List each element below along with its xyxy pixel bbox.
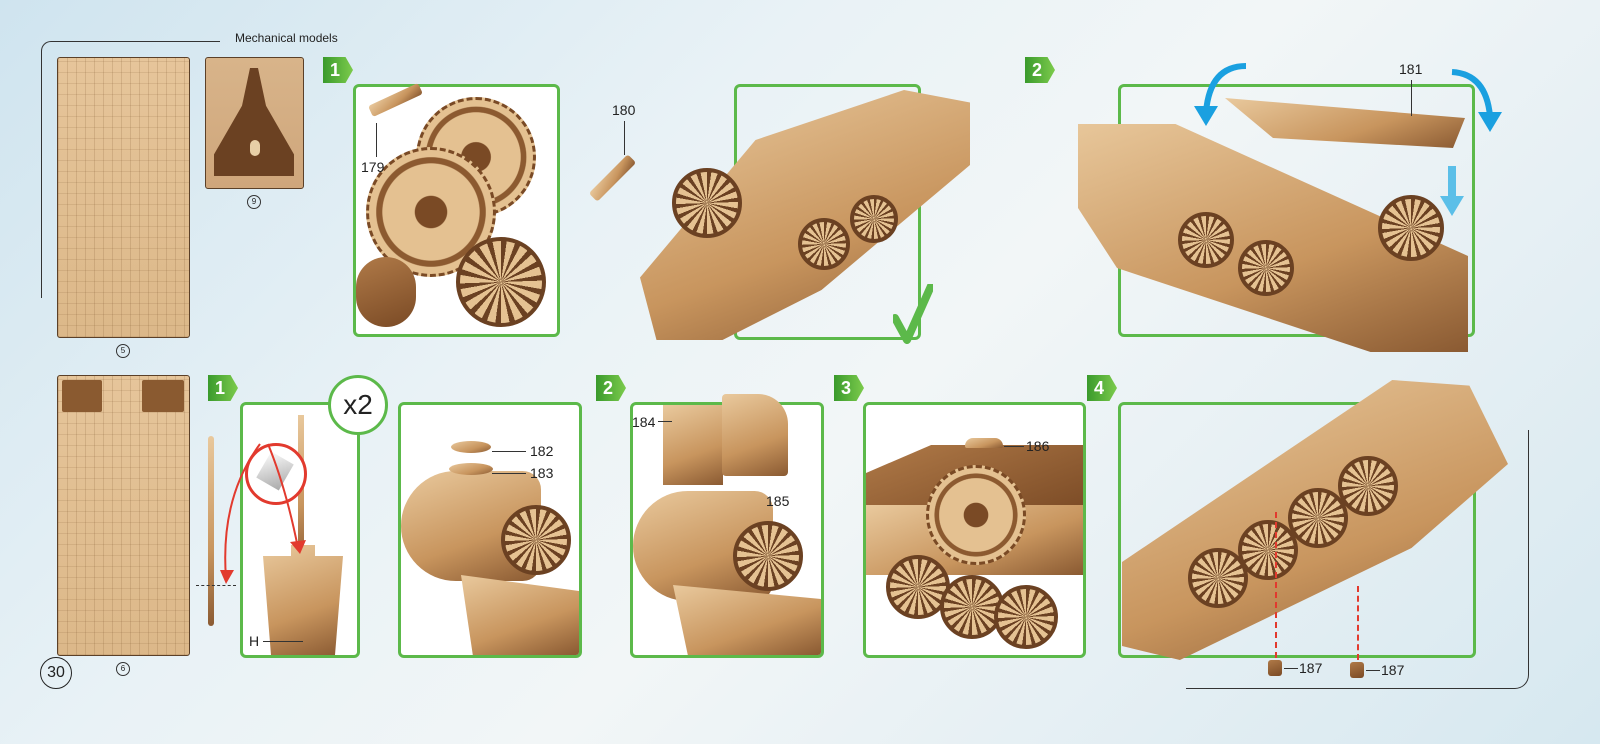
driving-wheel: [456, 237, 546, 327]
down-arrow-icon: [1440, 166, 1464, 216]
driving-wheel: [1178, 212, 1234, 268]
part-187-label: 187: [1299, 660, 1323, 676]
driving-wheel: [1238, 520, 1298, 580]
step-1-detail-panel: [353, 84, 560, 337]
part-182: [451, 441, 491, 453]
sheet-6-number: 6: [116, 662, 130, 676]
part-180: [588, 154, 637, 202]
part-186-label: 186: [1026, 438, 1050, 454]
part-182-label: 182: [530, 443, 554, 459]
bottom-step-1-panel: H: [240, 402, 360, 658]
part-179-label: 179: [361, 159, 385, 175]
part-187: [1350, 662, 1364, 678]
step-1-badge: 1: [323, 57, 353, 83]
part-183-leader: [492, 473, 526, 474]
smokebox-door: [501, 505, 571, 575]
cylinder-part: [356, 257, 416, 327]
bottom-step-4-panel: [1118, 402, 1476, 658]
multiplier-badge: x2: [328, 375, 388, 435]
tool-h-leader: [263, 641, 303, 642]
part-184-label: 184: [632, 414, 656, 430]
tool-h: [263, 545, 343, 655]
part-181-leader: [1411, 80, 1412, 116]
driving-wheel: [798, 218, 850, 270]
smokebox-door: [1378, 195, 1444, 261]
driving-wheel: [850, 195, 898, 243]
alignment-line: [1275, 512, 1277, 658]
sheet-9: [205, 57, 304, 189]
part-186-leader: [1004, 446, 1024, 447]
part-187-leader: [1284, 668, 1298, 669]
part-180-leader: [624, 121, 625, 155]
front-frame: [673, 585, 821, 655]
sheet-6: [57, 375, 190, 656]
part-181-label: 181: [1399, 61, 1423, 77]
bottom-step-3-badge: 3: [834, 375, 864, 401]
part-179-leader: [376, 123, 377, 157]
blade-detail-circle: [245, 443, 307, 505]
gear-assembly: [366, 147, 496, 277]
part-183: [449, 463, 493, 475]
header-rule-corner: [41, 41, 61, 53]
step-2-badge: 2: [1025, 57, 1055, 83]
sheet-6-part: [142, 380, 184, 412]
front-frame: [461, 575, 579, 655]
toothpick: [208, 436, 214, 626]
driving-wheel: [994, 585, 1058, 649]
sheet-9-slot: [250, 140, 260, 156]
part-185-label: 185: [766, 493, 790, 509]
cut-arrow-icon: [220, 443, 306, 584]
driving-wheel: [1238, 240, 1294, 296]
smokebox-door: [672, 168, 742, 238]
bottom-step-1b-panel: [398, 402, 582, 658]
part-187-leader: [1366, 670, 1380, 671]
smokebox-door: [733, 521, 803, 591]
part-182-leader: [492, 451, 526, 452]
driving-wheel: [1338, 456, 1398, 516]
page-left-rule: [41, 52, 42, 298]
sheet-9-number: 9: [247, 195, 261, 209]
part-187: [1268, 660, 1282, 676]
sheet-5-number: 5: [116, 344, 130, 358]
part-187-label: 187: [1381, 662, 1405, 678]
bottom-step-2-badge: 2: [596, 375, 626, 401]
driving-wheel: [1288, 488, 1348, 548]
header-rule: [60, 41, 220, 42]
part-184: [663, 405, 723, 485]
bottom-step-4-badge: 4: [1087, 375, 1117, 401]
section-title: Mechanical models: [235, 31, 338, 45]
sheet-5: [57, 57, 190, 338]
page-right-rule: [1186, 430, 1529, 689]
alignment-line: [1357, 586, 1359, 660]
part-186: [965, 438, 1003, 448]
cut-line: [196, 585, 236, 586]
bottom-step-3-panel: [863, 402, 1086, 658]
sheet-9-base-part: [214, 68, 294, 176]
part-183-label: 183: [530, 465, 554, 481]
rotate-arrow-icon: [1194, 63, 1247, 126]
tool-h-label: H: [249, 633, 260, 649]
check-mark-icon: [893, 284, 933, 344]
bottom-step-1-badge: 1: [208, 375, 238, 401]
part-184-leader: [658, 421, 672, 422]
rotate-arrow-icon: [1451, 69, 1502, 132]
gear-assembly: [926, 465, 1026, 565]
page-number: 30: [40, 657, 72, 689]
part-185: [722, 394, 788, 476]
driving-wheel: [940, 575, 1004, 639]
sheet-6-part: [62, 380, 102, 412]
driving-wheel: [1188, 548, 1248, 608]
part-180-label: 180: [612, 102, 636, 118]
